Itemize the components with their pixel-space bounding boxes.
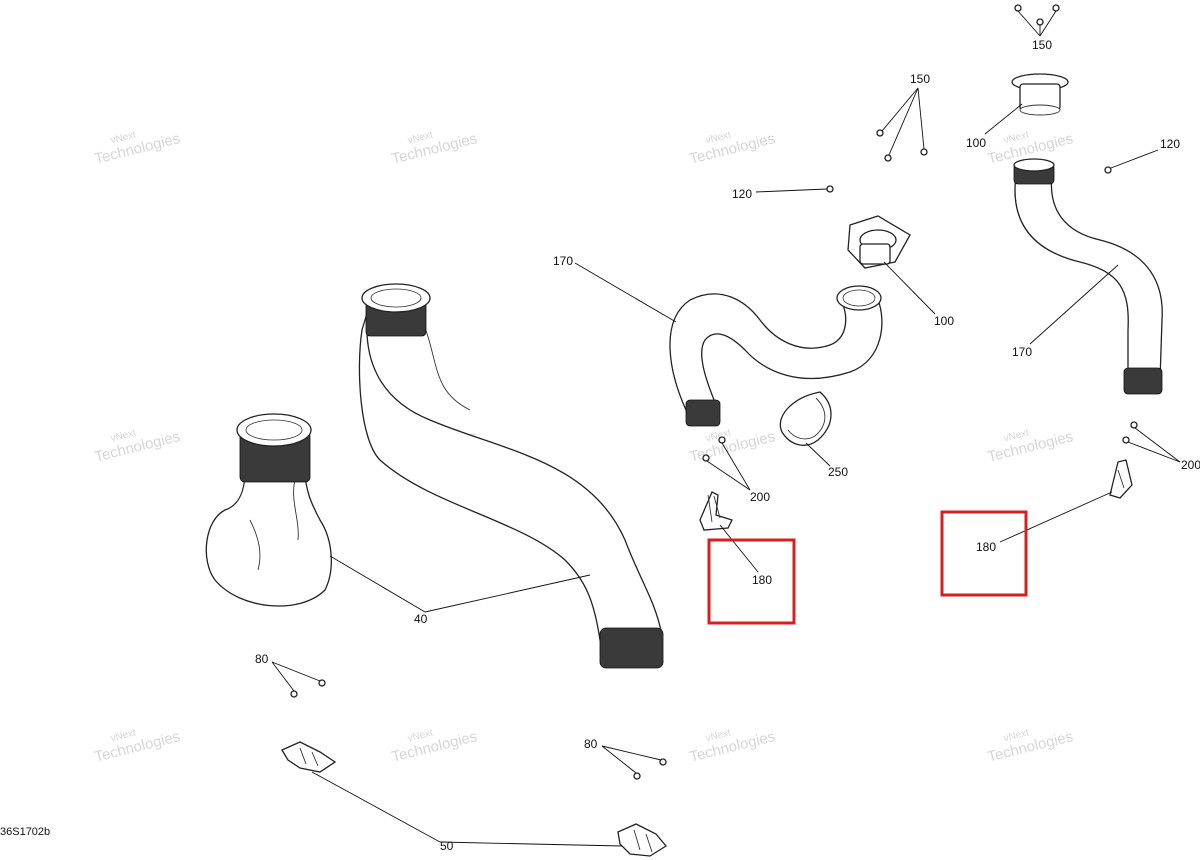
part-170-right-body[interactable] [1014, 174, 1163, 381]
watermark-line2: Technologies [93, 728, 182, 766]
watermark: vNext Technologies [390, 728, 479, 766]
part-40-elbow[interactable] [205, 469, 332, 607]
fastener-200[interactable] [1130, 421, 1138, 429]
watermark-line2: Technologies [688, 130, 777, 168]
fastener-150[interactable] [920, 148, 928, 156]
part-170-middle-duct[interactable] [669, 285, 883, 427]
watermark-line2: Technologies [986, 728, 1075, 766]
fastener-150[interactable] [876, 129, 884, 137]
part-40-duct-assembly[interactable] [205, 283, 664, 669]
watermark-line2: Technologies [986, 428, 1075, 466]
callout-120[interactable]: 120 [732, 187, 752, 201]
callout-250[interactable]: 250 [828, 465, 848, 479]
watermark-line2: Technologies [688, 728, 777, 766]
callout-180[interactable]: 180 [752, 573, 772, 587]
fasteners [290, 4, 1138, 780]
watermark: vNext Technologies [688, 130, 777, 168]
watermark: vNext Technologies [688, 728, 777, 766]
part-50-right-shape [617, 823, 667, 857]
figure-id: 36S1702b [0, 826, 51, 838]
part-170-middle-body[interactable] [669, 293, 883, 411]
part-170-right-opening [1013, 158, 1055, 172]
fastener-200[interactable] [1122, 436, 1130, 444]
part-180-mid-detail [707, 494, 721, 523]
fastener-120[interactable] [826, 185, 834, 193]
part-50-left-shape [281, 741, 337, 773]
part-40-thread-bottom [599, 627, 664, 669]
watermark: vNext Technologies [986, 428, 1075, 466]
callout-170[interactable]: 170 [553, 254, 573, 268]
highlight-box-180-mid [707, 538, 796, 625]
fastener-120[interactable] [1104, 166, 1112, 174]
fastener-150[interactable] [1036, 18, 1044, 26]
watermark-group: vNext Technologies vNext Technologies vN… [93, 130, 1075, 766]
part-170-right-duct[interactable] [1013, 158, 1163, 395]
part-180-bracket-right[interactable] [1109, 459, 1133, 499]
part-170-right-thread-bottom [1123, 367, 1163, 395]
part-100-bottom-rim [1019, 104, 1061, 116]
part-180-mid-shape [699, 491, 733, 531]
part-50-bracket-right[interactable] [617, 823, 667, 857]
fastener-80[interactable] [659, 758, 667, 766]
part-100-vent-top[interactable] [1011, 73, 1069, 116]
part-100-mid-body [859, 243, 891, 265]
callout-100[interactable]: 100 [934, 314, 954, 328]
callout-80[interactable]: 80 [584, 737, 598, 751]
part-40-elbow-seam2 [293, 479, 299, 541]
watermark-line2: Technologies [390, 728, 479, 766]
callout-80[interactable]: 80 [255, 652, 269, 666]
watermark: vNext Technologies [93, 130, 182, 168]
callout-40[interactable]: 40 [414, 612, 428, 626]
part-40-long-duct[interactable] [358, 309, 663, 641]
fastener-80[interactable] [290, 690, 298, 698]
part-40-opening-inner [370, 288, 422, 308]
part-50-left-detail [299, 747, 319, 767]
callout-150[interactable]: 150 [910, 72, 930, 86]
callout-170[interactable]: 170 [1012, 345, 1032, 359]
part-180-bracket-mid[interactable] [699, 491, 733, 531]
part-170-middle-opening-inner [842, 289, 876, 307]
fastener-150[interactable] [1014, 4, 1022, 12]
part-40-elbow-opening-inner [245, 419, 303, 441]
watermark-line2: Technologies [93, 130, 182, 168]
part-250-clamp-ring[interactable] [779, 391, 832, 446]
fastener-200[interactable] [718, 436, 726, 444]
part-100-vent-mid[interactable] [847, 215, 911, 269]
part-40-elbow-seam [249, 519, 261, 571]
part-180-right-detail [1117, 469, 1125, 489]
watermark: vNext Technologies [986, 728, 1075, 766]
callout-150[interactable]: 150 [1032, 38, 1052, 52]
callout-200[interactable]: 200 [1181, 458, 1200, 472]
callout-180[interactable]: 180 [976, 540, 996, 554]
callout-200[interactable]: 200 [750, 490, 770, 504]
fastener-150[interactable] [884, 154, 892, 162]
watermark: vNext Technologies [390, 130, 479, 168]
callout-120[interactable]: 120 [1160, 137, 1180, 151]
watermark: vNext Technologies [93, 728, 182, 766]
part-50-bracket-left[interactable] [281, 741, 337, 773]
callout-50[interactable]: 50 [440, 839, 454, 853]
leader-lines [271, 10, 1181, 847]
watermark-line2: Technologies [390, 130, 479, 168]
fastener-80[interactable] [318, 679, 326, 687]
part-170-middle-thread [685, 399, 721, 427]
part-50-right-detail [633, 829, 653, 853]
watermark: vNext Technologies [93, 428, 182, 466]
part-250-inner [787, 397, 826, 440]
fastener-150[interactable] [1052, 4, 1060, 12]
fastener-200[interactable] [702, 454, 710, 462]
fastener-80[interactable] [633, 772, 641, 780]
watermark-line2: Technologies [93, 428, 182, 466]
callout-100[interactable]: 100 [966, 136, 986, 150]
highlight-box-180-right [940, 510, 1028, 597]
part-40-seam-line [419, 314, 471, 411]
callout-labels: 150 150 100 120 120 170 100 170 200 200 … [255, 38, 1200, 853]
